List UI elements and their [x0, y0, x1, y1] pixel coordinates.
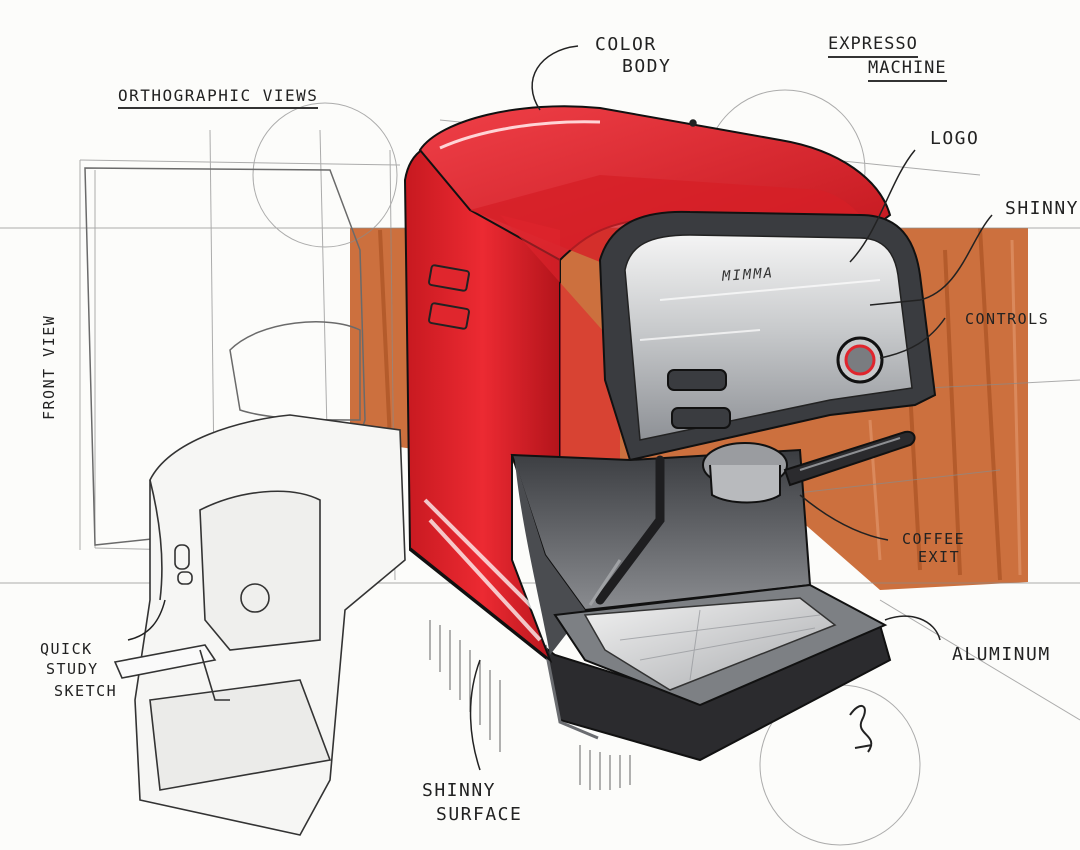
- callout-logo: LOGO: [930, 128, 980, 149]
- callout-shinny: SHINNY: [1005, 198, 1080, 219]
- title-line1: EXPRESSO: [828, 35, 918, 58]
- quick-study-sketch: [113, 414, 406, 836]
- title-line2: MACHINE: [868, 59, 947, 82]
- callout-leaders: [127, 45, 993, 771]
- front-view-label: FRONT VIEW: [40, 314, 58, 420]
- callout-coffee-exit-2: EXIT: [918, 548, 961, 566]
- signature: [849, 705, 873, 753]
- callout-color-body-1: COLOR: [595, 34, 657, 55]
- callout-coffee-exit-1: COFFEE: [902, 530, 966, 548]
- orthographic-views-label: ORTHOGRAPHIC VIEWS: [118, 87, 319, 109]
- callout-color-body-2: BODY: [622, 56, 672, 77]
- callout-quick-study-2: STUDY: [46, 660, 99, 678]
- base-hatching: [429, 620, 631, 790]
- callout-shinny-surface-2: SURFACE: [436, 804, 523, 825]
- callout-quick-study-3: SKETCH: [54, 682, 118, 700]
- callout-quick-study-1: QUICK: [40, 640, 93, 658]
- callout-aluminum: ALUMINUM: [952, 644, 1051, 665]
- callout-shinny-surface-1: SHINNY: [422, 780, 497, 801]
- drip-tray: [553, 583, 888, 707]
- front-panel-frame: [598, 210, 937, 462]
- front-view-outline: [84, 167, 366, 546]
- callout-controls: CONTROLS: [965, 310, 1050, 328]
